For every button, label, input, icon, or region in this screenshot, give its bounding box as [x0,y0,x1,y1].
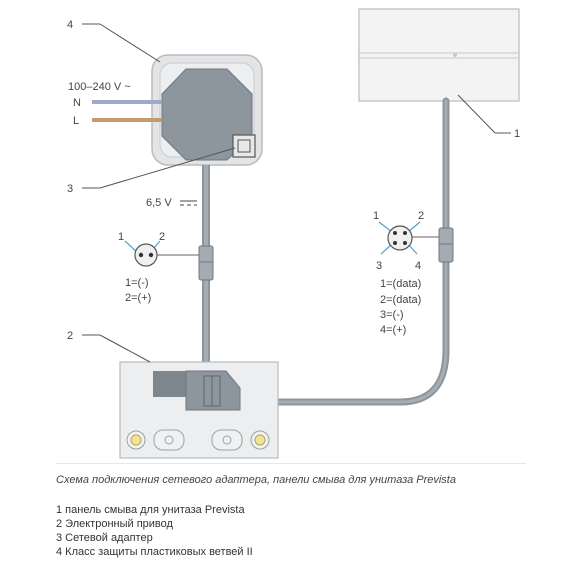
flush-panel [358,8,520,102]
right-pin2-label: 2 [418,210,424,222]
data-connector [438,227,454,263]
figure-caption: Схема подключения сетевого адаптера, пан… [56,474,456,486]
left-pin-def: 2=(+) [125,292,151,304]
left-pin1-label: 1 [118,231,124,243]
right-pin-def: 3=(-) [380,309,404,321]
legend-item: 1 панель смыва для унитаза Prevista [56,504,245,516]
left-pin2-label: 2 [159,231,165,243]
callout-3-label: 3 [67,183,73,195]
left-pin-def: 1=(-) [125,277,149,289]
electronic-drive [119,361,279,459]
connector-2pin-diagram [124,240,161,267]
callout-4-label: 4 [67,19,73,31]
mains-voltage-label: 100–240 V ~ [68,81,131,93]
wiring-diagram: 4 3 1 2 100–240 V ~ N L 6,5 V 1 2 1=(-) … [67,8,520,459]
right-pin1-label: 1 [373,210,379,222]
live-label: L [73,115,79,127]
right-pin-def: 1=(data) [380,278,421,290]
legend-item: 3 Сетевой адаптер [56,532,153,544]
separator [56,463,526,464]
right-pin3-label: 3 [376,260,382,272]
legend-item: 4 Класс защиты пластиковых ветвей II [56,546,253,558]
connector-4pin-diagram [378,221,421,255]
neutral-label: N [73,97,81,109]
dc-voltage-label: 6,5 V [146,197,172,209]
callout-1-label: 1 [514,128,520,140]
legend-item: 2 Электронный привод [56,518,173,530]
right-pin-def: 4=(+) [380,324,406,336]
dc-connector [198,245,214,281]
callout-1-line [457,94,496,134]
callout-2-label: 2 [67,330,73,342]
power-adapter [151,54,263,166]
legend: 1 панель смыва для унитаза Prevista 2 Эл… [56,503,253,559]
right-pin-def: 2=(data) [380,294,421,306]
right-pin4-label: 4 [415,260,421,272]
